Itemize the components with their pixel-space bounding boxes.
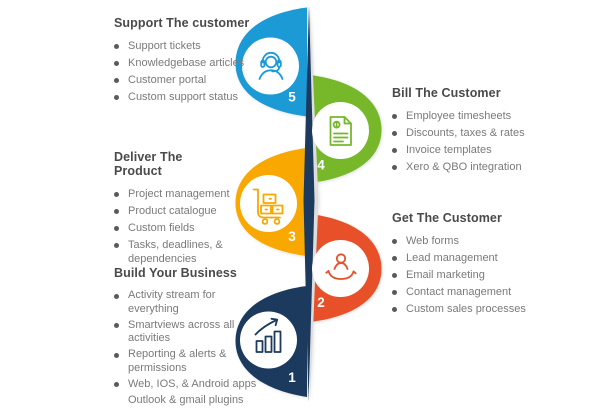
step-bullet-list: Project management Product catalogue Cus… (114, 187, 232, 266)
bullet-text: Discounts, taxes & rates (406, 127, 525, 139)
bar-chart-growth-icon (254, 317, 282, 353)
icon-circle-1 (240, 311, 297, 369)
list-item: Product catalogue (114, 204, 232, 218)
bullet-text: Lead management (406, 252, 498, 264)
list-item: Project management (114, 187, 232, 201)
bullet-dot (114, 293, 119, 299)
bullet-dot (392, 164, 397, 170)
bullet-dot (392, 289, 397, 295)
step-bullet-list: Web forms Lead management Email marketin… (392, 234, 552, 316)
step-title: Build Your Business (114, 266, 237, 280)
list-item: Employee timesheets (392, 109, 526, 123)
bullet-text: Reporting & alerts & permissions (128, 348, 227, 374)
bullet-dot (114, 191, 119, 197)
bullet-dot (392, 255, 397, 261)
step-title: Get The Customer (392, 211, 502, 225)
bullet-text: Activity stream for everything (128, 289, 216, 315)
bullet-dot (392, 306, 397, 312)
bullet-dot (114, 382, 119, 387)
bullet-dot (114, 242, 119, 248)
step-bullet-list: Support tickets Knowledgebase articles C… (114, 39, 254, 104)
bullet-dot (392, 238, 397, 244)
hand-holding-customer-icon (325, 253, 357, 280)
delivery-cart-icon (252, 188, 284, 225)
support-headset-icon (258, 51, 284, 80)
list-item: Tasks, deadlines, & dependencies (114, 238, 232, 266)
icon-circle-5 (242, 37, 299, 95)
bullet-text: Contact management (406, 286, 512, 298)
list-item: Smartviews across all activities (114, 319, 260, 346)
step-number-5: 5 (288, 90, 296, 105)
icon-circle-2 (312, 240, 369, 297)
bullet-text: Tasks, deadlines, & dependencies (128, 239, 223, 265)
bullet-text: Email marketing (406, 269, 485, 281)
bullet-dot (392, 130, 397, 136)
list-item: Email marketing (392, 268, 552, 282)
bullet-dot (114, 77, 119, 83)
bullet-dot (392, 147, 397, 153)
list-item: Outlook & gmail plugins (114, 394, 260, 408)
bullet-text: Outlook & gmail plugins (128, 393, 244, 406)
bullet-dot (114, 208, 119, 214)
list-item: Support tickets (114, 39, 254, 53)
bullet-text: Invoice templates (406, 144, 492, 156)
bullet-dot (114, 323, 119, 328)
list-item: Custom support status (114, 90, 254, 104)
bullet-dot (114, 60, 119, 66)
list-item: Invoice templates (392, 143, 526, 157)
list-item: Lead management (392, 251, 552, 265)
icon-circle-4 (312, 102, 369, 159)
bullet-dot (392, 272, 397, 278)
step-title: Support The customer (114, 16, 250, 30)
list-item: Custom fields (114, 221, 232, 235)
list-item: Knowledgebase articles (114, 56, 254, 70)
bullet-text: Knowledgebase articles (128, 57, 245, 69)
bullet-text: Customer portal (128, 74, 207, 86)
list-item: Contact management (392, 285, 552, 299)
bullet-dot (114, 352, 119, 358)
step-block-get: Get The Customer Web forms Lead manageme… (392, 211, 552, 319)
list-item: Customer portal (114, 73, 254, 87)
step-block-deliver: Deliver The Product Project management P… (114, 150, 232, 269)
bullet-dot (392, 113, 397, 119)
bullet-text: Smartviews across all activities (128, 318, 235, 345)
step-title: Bill The Customer (392, 86, 501, 100)
list-item: Xero & QBO integration (392, 160, 526, 174)
bullet-text: Custom support status (128, 91, 239, 103)
step-block-support: Support The customer Support tickets Kno… (114, 16, 254, 107)
timeline-spine (303, 5, 315, 402)
bullet-text: Product catalogue (128, 205, 217, 217)
list-item: Web forms (392, 234, 552, 248)
step-bullet-list: Employee timesheets Discounts, taxes & r… (392, 109, 526, 174)
bullet-text: Project management (128, 188, 230, 200)
bullet-text: Employee timesheets (406, 110, 512, 122)
bullet-text: Custom fields (128, 222, 195, 234)
step-number-1: 1 (288, 370, 296, 385)
bullet-dot (114, 94, 119, 100)
list-item: Discounts, taxes & rates (392, 126, 526, 140)
step-number-3: 3 (288, 229, 296, 244)
list-item: Reporting & alerts & permissions (114, 348, 260, 375)
invoice-document-icon (329, 116, 352, 146)
bullet-text: Web forms (406, 235, 459, 247)
step-block-bill: Bill The Customer Employee timesheets Di… (392, 86, 526, 177)
bullet-text: Web, IOS, & Android apps (128, 377, 257, 390)
list-item: Custom sales processes (392, 302, 552, 316)
step-bullet-list: Activity stream for everything Smartview… (114, 289, 260, 407)
list-item: Web, IOS, & Android apps (114, 378, 260, 392)
step-number-4: 4 (317, 158, 325, 173)
bullet-text: Custom sales processes (406, 303, 526, 315)
step-number-2: 2 (317, 295, 325, 310)
list-item: Activity stream for everything (114, 289, 260, 316)
bullet-dot (114, 43, 119, 49)
bullet-dot (114, 225, 119, 231)
step-block-build: Build Your Business Activity stream for … (114, 266, 260, 410)
bullet-text: Xero & QBO integration (406, 161, 522, 173)
bullet-text: Support tickets (128, 40, 201, 52)
step-title: Deliver The Product (114, 150, 183, 178)
